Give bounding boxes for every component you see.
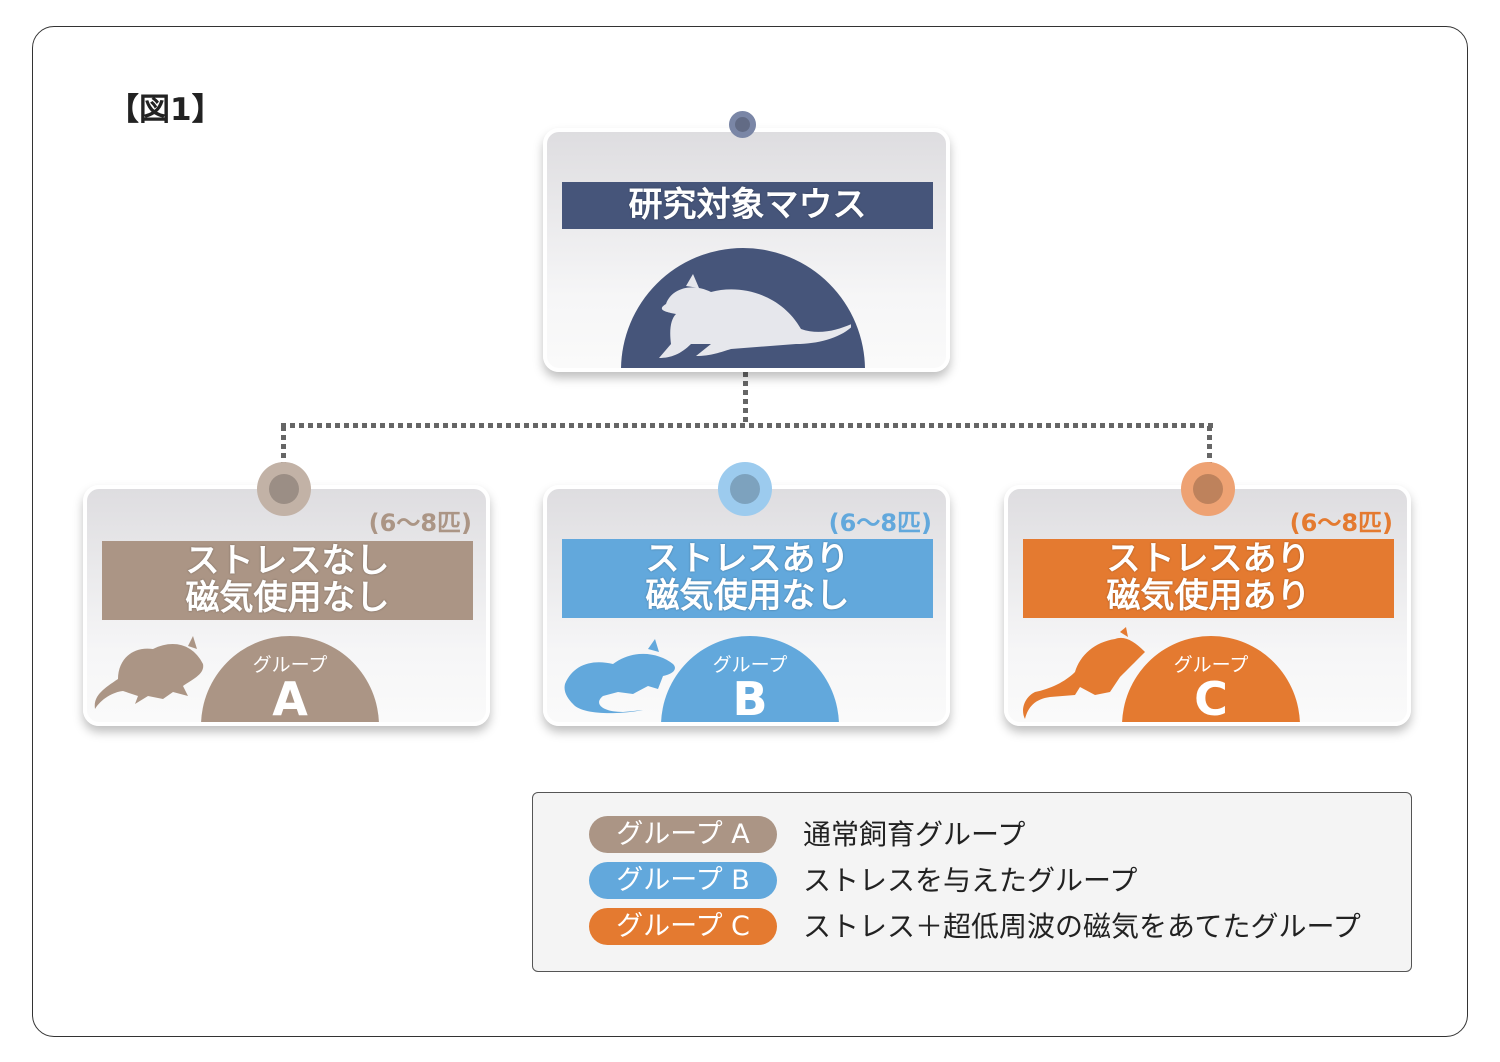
legend-pill-c: グループ C — [589, 908, 777, 945]
group-letter: B — [732, 672, 768, 726]
connector-c — [1207, 426, 1212, 466]
root-pin — [729, 111, 756, 138]
legend-pill-b: グループ B — [589, 862, 777, 899]
group-label: グループ — [1173, 654, 1249, 676]
legend-text-b: ストレスを与えたグループ — [803, 864, 1138, 897]
group-count: (6～8匹) — [828, 509, 932, 537]
group-letter: A — [272, 672, 308, 726]
line1: ストレスあり — [1106, 539, 1311, 579]
group-count: (6～8匹) — [1289, 509, 1393, 537]
group-pin-c — [1181, 462, 1235, 516]
group-letter: C — [1194, 672, 1228, 726]
group-card-c: (6～8匹) ストレスあり磁気使用あり グループ C — [1004, 485, 1411, 726]
group-semicircle: グループ B — [661, 636, 839, 726]
group-label: グループ — [712, 654, 788, 676]
mouse-icon — [94, 636, 204, 709]
group-semicircle: グループ C — [1122, 636, 1300, 726]
group-card-a: (6～8匹) ストレスなし磁気使用なし グループ A — [83, 485, 490, 726]
group-semicircle: グループ A — [201, 636, 379, 726]
group-description: ストレスあり磁気使用あり — [1023, 539, 1394, 618]
legend-text-c: ストレス＋超低周波の磁気をあてたグループ — [803, 910, 1361, 943]
mouse-icon — [659, 274, 851, 358]
group-description: ストレスなし磁気使用なし — [102, 541, 473, 620]
root-title: 研究対象マウス — [562, 182, 933, 229]
line2: 磁気使用あり — [1106, 576, 1311, 616]
figure-frame — [32, 26, 1468, 1037]
group-pin-b — [718, 462, 772, 516]
connector-root — [743, 372, 748, 426]
legend-text-a: 通常飼育グループ — [803, 818, 1026, 851]
figure-label: 【図1】 — [108, 92, 223, 128]
mouse-icon — [1023, 627, 1145, 719]
line2: 磁気使用なし — [185, 578, 390, 618]
group-count: (6～8匹) — [368, 509, 472, 537]
group-label: グループ — [252, 654, 328, 676]
legend: グループ A 通常飼育グループ グループ B ストレスを与えたグループ グループ… — [532, 792, 1412, 972]
line2: 磁気使用なし — [645, 576, 850, 616]
group-pin-a — [257, 462, 311, 516]
group-description: ストレスあり磁気使用なし — [562, 539, 933, 618]
legend-pill-a: グループ A — [589, 816, 777, 853]
connector-horizontal — [281, 423, 1213, 428]
root-semicircle — [621, 248, 865, 368]
group-card-b: (6～8匹) ストレスあり磁気使用なし グループ B — [543, 485, 950, 726]
line1: ストレスあり — [645, 539, 850, 579]
connector-a — [281, 426, 286, 466]
line1: ストレスなし — [185, 541, 390, 581]
mouse-icon — [564, 639, 675, 714]
root-card: 研究対象マウス — [543, 128, 950, 372]
